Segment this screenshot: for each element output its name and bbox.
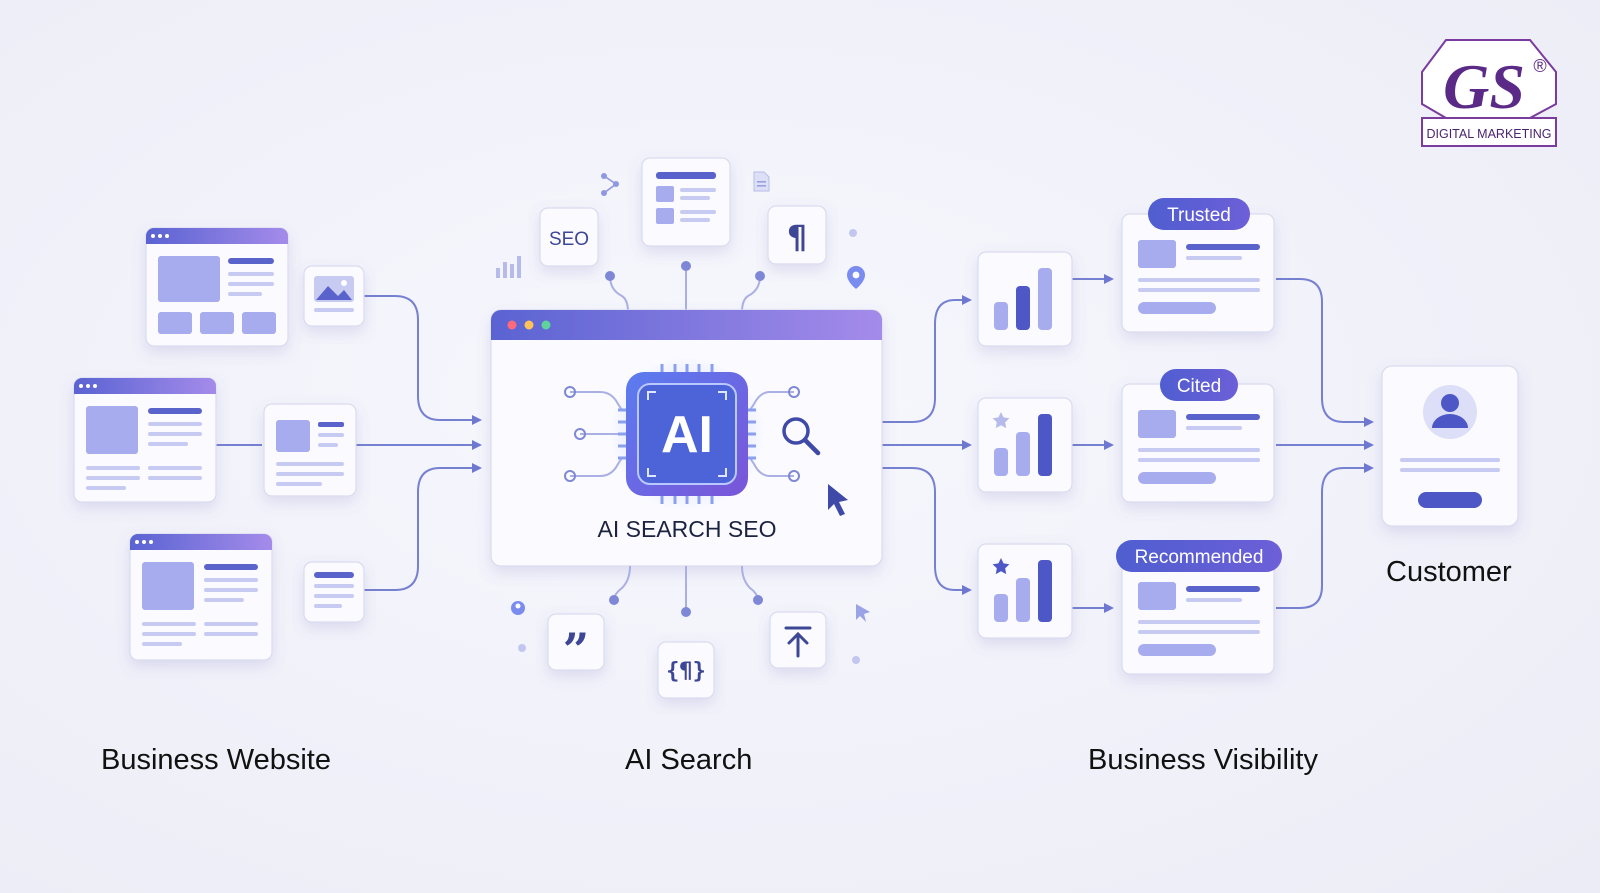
pilcrow-icon: ¶ (767, 205, 827, 265)
svg-text:{¶}: {¶} (666, 659, 706, 684)
text-snippet-icon (303, 561, 365, 623)
gs-digital-marketing-logo: GS ® DIGITAL MARKETING (1418, 34, 1560, 150)
logo-tagline: DIGITAL MARKETING (1426, 127, 1551, 141)
seo-icon: SEO (539, 207, 599, 267)
location-pin-icon (847, 266, 865, 289)
center-top-connectors (605, 261, 765, 313)
upload-icon (769, 611, 827, 669)
logo-brand: GS (1443, 51, 1525, 122)
ai-search-seo-title: AI SEARCH SEO (598, 516, 777, 542)
bar-chart-icon (496, 256, 521, 278)
customer-caption: Customer (1386, 556, 1512, 588)
result-card-trusted (1121, 213, 1275, 333)
quote-icon: ” (547, 613, 605, 677)
svg-text:¶: ¶ (787, 218, 807, 256)
user-icon (1441, 394, 1459, 412)
chart-card-1 (977, 251, 1073, 347)
website-card-2 (73, 377, 217, 503)
recommended-badge: Recommended (1116, 540, 1282, 572)
star-icon (992, 412, 1010, 429)
seo-label: SEO (549, 229, 589, 250)
center-bottom-connectors (609, 565, 763, 617)
business-visibility-caption: Business Visibility (1088, 744, 1318, 776)
ai-chip: AI (609, 356, 765, 512)
dot (849, 229, 857, 237)
code-icon: {¶} (657, 641, 715, 699)
business-website-caption: Business Website (101, 744, 331, 776)
cited-badge-label: Cited (1177, 376, 1221, 397)
cited-badge: Cited (1160, 369, 1238, 401)
share-icon (601, 173, 619, 196)
ai-search-caption: AI Search (625, 744, 753, 776)
chart-card-3 (977, 543, 1073, 639)
trusted-badge: Trusted (1148, 198, 1250, 230)
dot (518, 644, 526, 652)
ai-chip-label: AI (661, 406, 713, 464)
logo-registered: ® (1533, 56, 1546, 76)
user-pin-icon (511, 601, 525, 615)
image-icon (303, 265, 365, 327)
website-card-1 (145, 227, 289, 347)
file-icon (753, 171, 770, 192)
result-card-cited (1121, 383, 1275, 503)
connectors-left (215, 295, 482, 591)
small-cursor-icon (856, 604, 870, 622)
cursor-icon (828, 484, 848, 516)
search-icon (782, 417, 821, 456)
website-card-3 (129, 533, 273, 661)
result-card-recommended (1121, 555, 1275, 675)
star-icon (992, 558, 1010, 575)
svg-text:”: ” (563, 623, 589, 677)
customer-card (1381, 365, 1519, 527)
trusted-badge-label: Trusted (1167, 205, 1231, 226)
dot (852, 656, 860, 664)
article-icon (263, 403, 357, 497)
recommended-badge-label: Recommended (1135, 547, 1264, 568)
connectors-right (882, 274, 1374, 613)
chart-card-2 (977, 397, 1073, 493)
document-icon (641, 157, 731, 247)
